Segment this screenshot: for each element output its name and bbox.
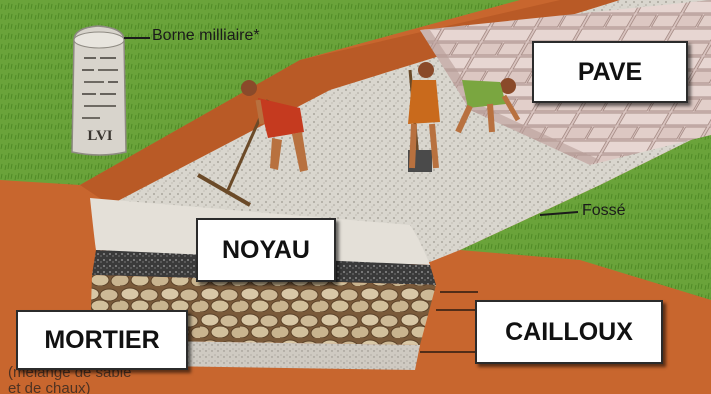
label-pave: PAVE [532,41,688,103]
label-cailloux: CAILLOUX [475,300,663,364]
label-mortier: MORTIER [16,310,188,370]
callout-borne-milliaire: Borne milliaire* [152,27,260,44]
callout-fosse: Fossé [582,202,626,219]
worker-raking [197,80,308,207]
caption-mortar-line2: et de chaux) [8,380,91,394]
milestone-numeral: LVI [87,128,112,144]
worker-tamping [408,62,440,172]
left-grass [0,0,520,185]
worker-paving [455,78,521,134]
label-noyau: NOYAU [196,218,336,282]
right-grass [460,130,711,300]
fosse-pointer [539,211,579,216]
milestone: LVI [71,25,127,156]
ditch-left [80,0,620,205]
paving-edge [420,30,600,165]
